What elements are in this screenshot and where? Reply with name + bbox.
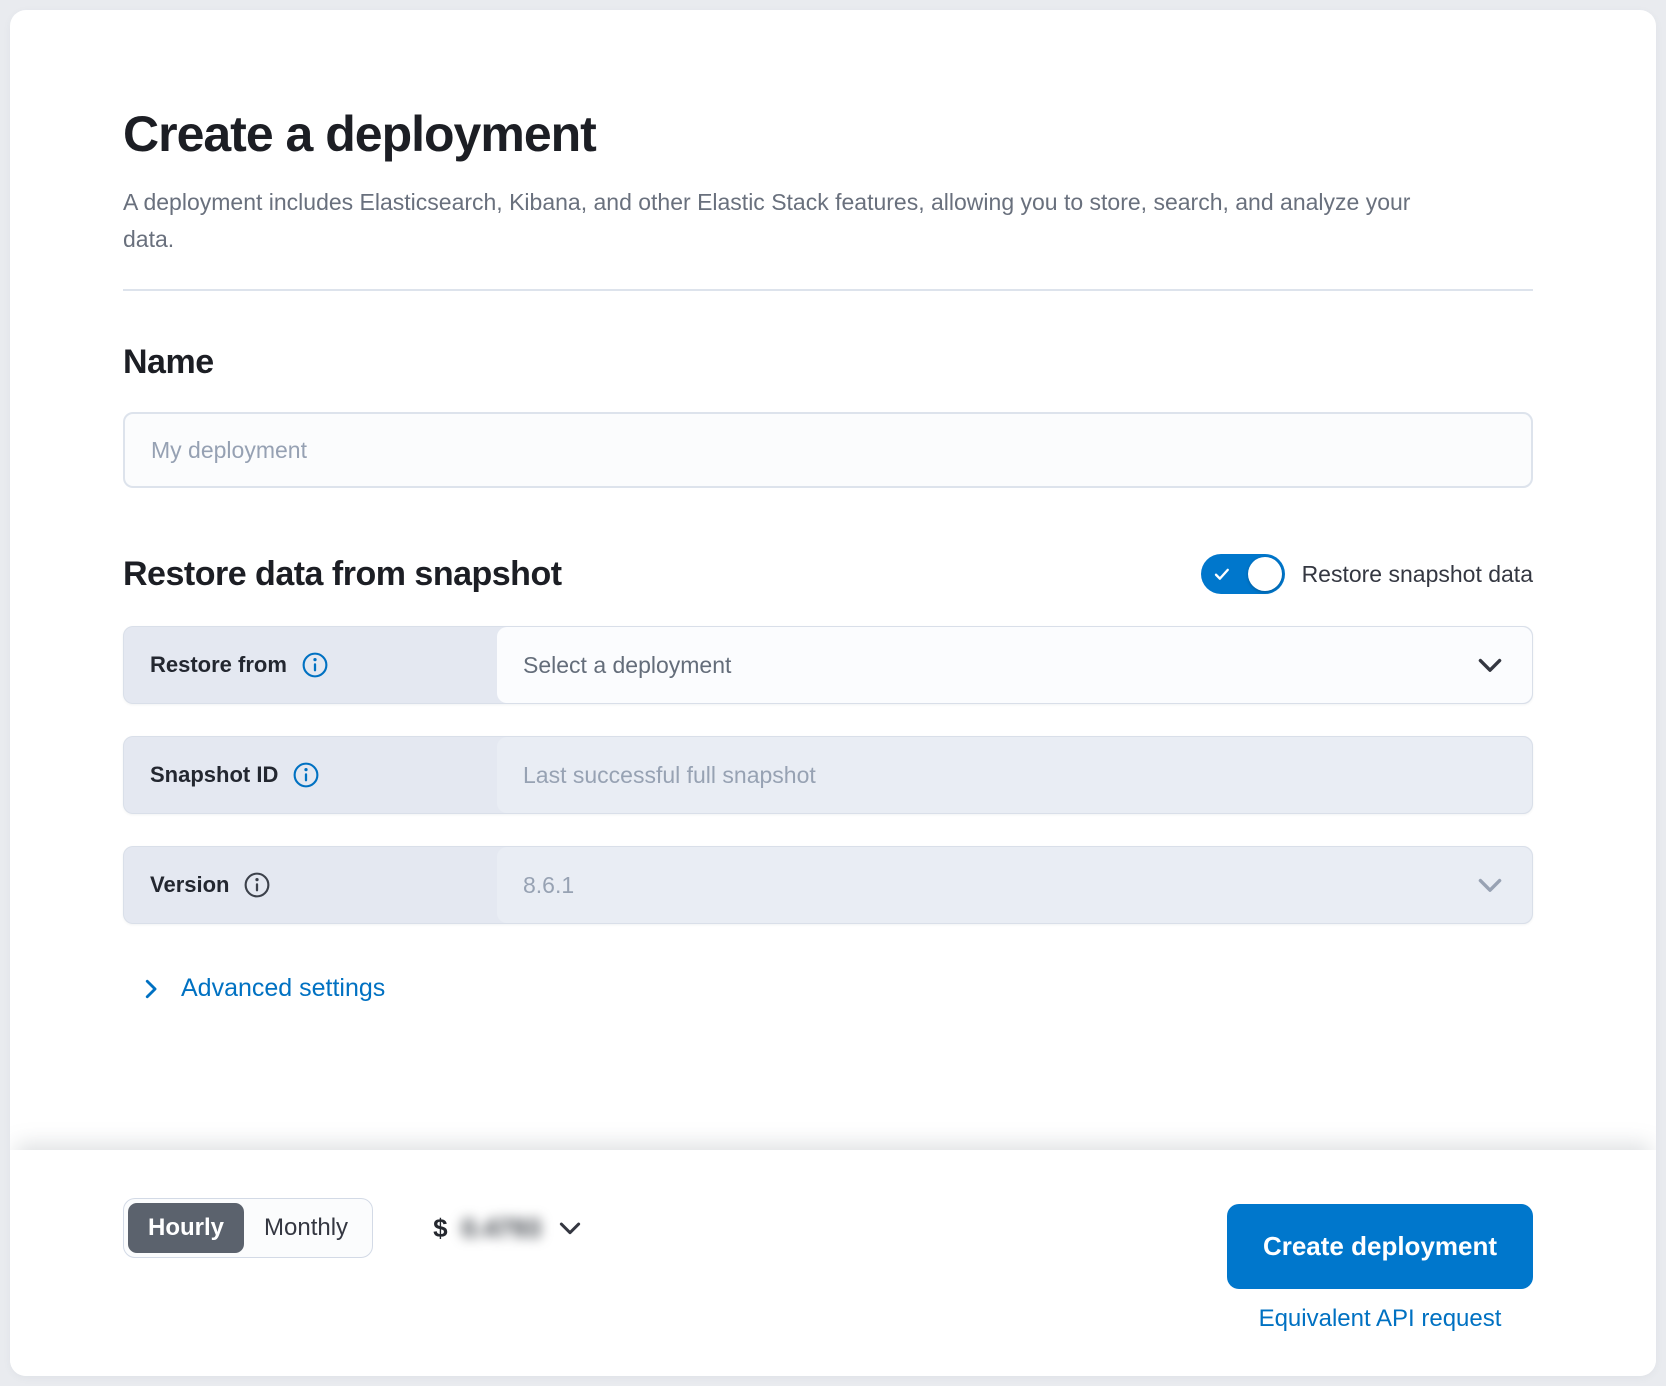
snapshot-id-placeholder: Last successful full snapshot (523, 761, 816, 788)
billing-option-monthly[interactable]: Monthly (264, 1214, 349, 1241)
advanced-settings-label: Advanced settings (181, 974, 386, 1003)
create-deployment-button[interactable]: Create deployment (1227, 1204, 1533, 1289)
restore-from-select[interactable]: Select a deployment (497, 627, 1532, 704)
info-icon[interactable] (302, 652, 328, 678)
toggle-knob (1247, 557, 1282, 592)
restore-from-row: Restore from Select a deployment (123, 626, 1533, 705)
snapshot-id-label-text: Snapshot ID (150, 762, 279, 788)
check-icon (1214, 569, 1229, 581)
deployment-name-input[interactable] (123, 412, 1533, 489)
restore-from-label: Restore from (124, 627, 497, 703)
info-icon[interactable] (244, 872, 270, 898)
toggle-label: Restore snapshot data (1301, 560, 1533, 587)
snapshot-id-label: Snapshot ID (124, 737, 497, 813)
version-select-value: 8.6.1 (523, 871, 575, 898)
restore-from-label-text: Restore from (150, 652, 287, 678)
chevron-down-icon (559, 1222, 581, 1235)
advanced-settings-link[interactable]: Advanced settings (123, 974, 385, 1003)
main-content: Create a deployment A deployment include… (10, 10, 1656, 1150)
equivalent-api-request-link[interactable]: Equivalent API request (1258, 1305, 1502, 1332)
price-currency: $ (433, 1212, 448, 1243)
chevron-down-icon (1478, 879, 1502, 893)
header-divider (123, 289, 1533, 292)
version-row: Version 8.6.1 (123, 846, 1533, 925)
version-select: 8.6.1 (497, 847, 1532, 924)
restore-section-heading: Restore data from snapshot (123, 554, 562, 593)
bottom-bar: Hourly Monthly $ 0.4793 Create deploymen… (10, 1150, 1656, 1376)
snapshot-id-row: Snapshot ID Last successful full snapsho… (123, 736, 1533, 815)
create-deployment-panel: Create a deployment A deployment include… (10, 10, 1656, 1376)
restore-from-select-value: Select a deployment (523, 651, 732, 678)
snapshot-id-input: Last successful full snapshot (497, 737, 1532, 814)
name-section-heading: Name (123, 343, 214, 382)
footer-actions: Create deployment Equivalent API request (1227, 1204, 1533, 1333)
restore-snapshot-toggle-group: Restore snapshot data (1200, 554, 1533, 595)
billing-option-hourly[interactable]: Hourly (128, 1203, 245, 1253)
version-label-text: Version (150, 872, 230, 898)
chevron-down-icon (1478, 659, 1502, 673)
version-label: Version (124, 847, 497, 923)
restore-section-header: Restore data from snapshot Restore snaps… (123, 554, 1533, 595)
price-display[interactable]: $ 0.4793 (433, 1198, 585, 1258)
billing-period-toggle: Hourly Monthly (123, 1198, 374, 1258)
page-title: Create a deployment (123, 106, 597, 162)
chevron-right-icon (145, 979, 157, 999)
restore-snapshot-toggle[interactable] (1200, 554, 1285, 595)
price-amount-blurred: 0.4793 (461, 1212, 542, 1243)
page-subtitle: A deployment includes Elasticsearch, Kib… (123, 188, 1411, 253)
info-icon[interactable] (293, 762, 319, 788)
